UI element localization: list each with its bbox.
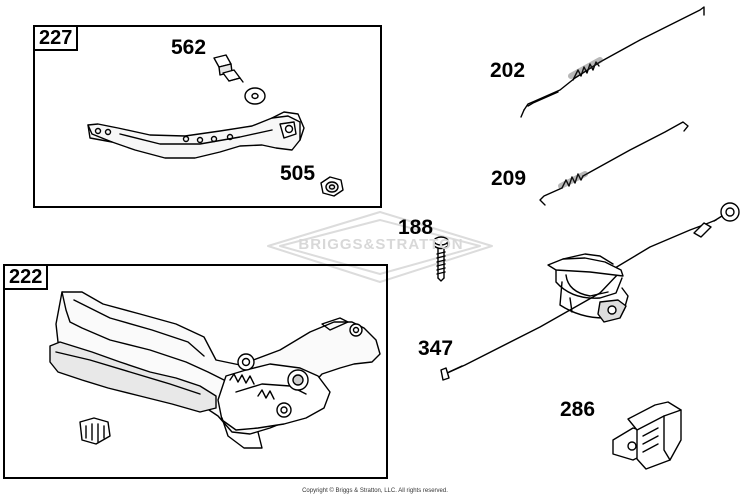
- part-label-562[interactable]: 562: [171, 36, 207, 59]
- part-label-286[interactable]: 286: [560, 398, 596, 421]
- part-label-347[interactable]: 347: [418, 337, 454, 360]
- part-label-202[interactable]: 202: [490, 59, 526, 82]
- bracket-part-286: [612, 401, 682, 470]
- assembly-box-222: [3, 264, 388, 479]
- assembly-label-222[interactable]: 222: [3, 264, 49, 290]
- watermark-logo: [267, 211, 493, 283]
- part-label-505[interactable]: 505: [280, 162, 316, 185]
- assembly-box-227: [33, 25, 382, 208]
- cable-part-202: [520, 6, 705, 118]
- assembly-label-227[interactable]: 227: [33, 25, 79, 51]
- watermark-text: BRIGGS&STRATTON: [298, 236, 464, 253]
- spring-209: [558, 171, 588, 189]
- part-label-209[interactable]: 209: [491, 167, 527, 190]
- screw-part-188: [433, 236, 449, 282]
- throttle-cable-part-347: [440, 202, 740, 381]
- control-bracket-part-222: [49, 291, 381, 449]
- washer-part-562: [244, 87, 266, 105]
- part-label-188[interactable]: 188: [398, 216, 434, 239]
- lever-part-227: [87, 111, 305, 159]
- copyright-notice: Copyright © Briggs & Stratton, LLC. All …: [302, 488, 448, 494]
- nut-part-505: [320, 176, 344, 197]
- spring-202: [568, 57, 603, 81]
- spring-rod-part-209: [539, 121, 689, 206]
- throttle-control-part-347: [547, 253, 629, 323]
- bolt-part-562: [213, 54, 244, 83]
